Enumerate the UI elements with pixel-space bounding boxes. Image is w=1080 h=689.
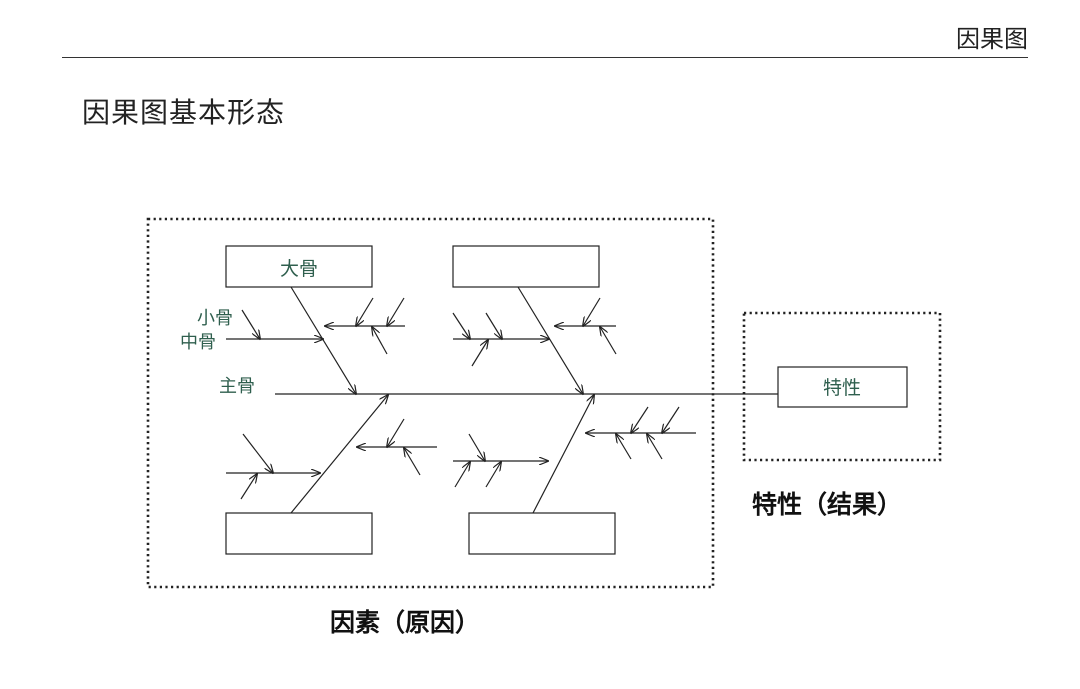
small-bone bbox=[631, 406, 649, 433]
small-bone bbox=[356, 297, 374, 326]
small-bone bbox=[616, 434, 632, 460]
effect-dotted-frame bbox=[742, 311, 942, 462]
header-title: 因果图 bbox=[956, 25, 1028, 53]
small-bone-label: 小骨 bbox=[197, 308, 233, 329]
small-bone bbox=[452, 312, 470, 339]
small-bone bbox=[241, 309, 260, 339]
cause-dotted-frame bbox=[146, 217, 715, 589]
small-bone bbox=[485, 312, 502, 339]
big-bone-box-bottom-right bbox=[468, 512, 616, 555]
small-bone bbox=[454, 462, 470, 488]
small-bone bbox=[242, 433, 273, 473]
small-bone bbox=[372, 327, 388, 355]
big-bone-bottom-right bbox=[532, 395, 594, 514]
big-bone-top-left bbox=[290, 286, 356, 394]
effect-box bbox=[777, 366, 908, 408]
big-bones bbox=[290, 286, 594, 514]
small-bone bbox=[387, 297, 405, 326]
small-bone bbox=[471, 340, 488, 367]
small-bone bbox=[583, 297, 601, 326]
small-bones bbox=[240, 297, 680, 500]
big-bone-bottom-left bbox=[290, 395, 388, 514]
small-bone bbox=[662, 406, 680, 433]
small-bone bbox=[240, 474, 257, 500]
small-bone bbox=[485, 462, 501, 488]
main-bone-label: 主骨 bbox=[219, 376, 255, 397]
small-bone bbox=[600, 327, 617, 355]
big-bone-label: 大骨 bbox=[280, 258, 318, 280]
effect-box-label: 特性 bbox=[823, 377, 861, 399]
small-bone bbox=[647, 434, 663, 460]
effect-caption: 特性（结果） bbox=[752, 490, 902, 519]
page-heading: 因果图基本形态 bbox=[82, 96, 286, 129]
small-bone bbox=[468, 433, 485, 461]
big-bone-box-bottom-left bbox=[225, 512, 373, 555]
big-bone-top-right bbox=[517, 286, 583, 394]
middle-bone-label: 中骨 bbox=[180, 332, 216, 353]
header-divider bbox=[62, 57, 1028, 58]
small-bone bbox=[404, 448, 421, 476]
cause-caption: 因素（原因） bbox=[330, 608, 480, 637]
big-bone-box-top-left bbox=[225, 245, 373, 288]
big-bone-box-top-right bbox=[452, 245, 600, 288]
small-bone bbox=[387, 418, 405, 447]
